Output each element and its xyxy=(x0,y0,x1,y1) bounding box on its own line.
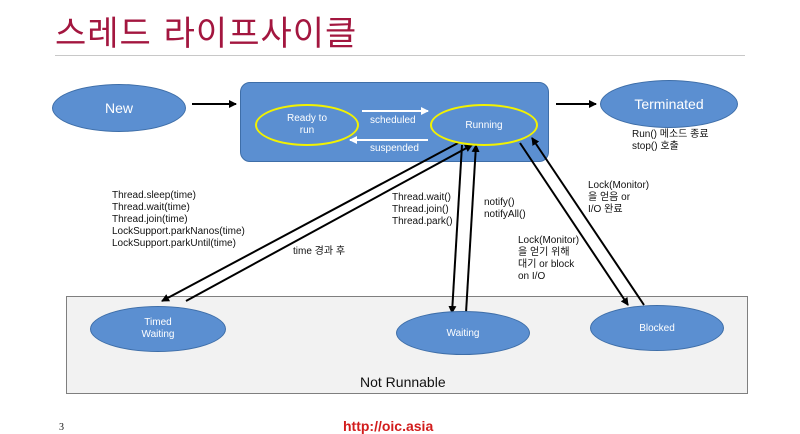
state-running: Running xyxy=(430,104,538,146)
state-new: New xyxy=(52,84,186,132)
label-time-elapsed: time 경과 후 xyxy=(293,246,346,257)
state-new-label: New xyxy=(104,100,133,116)
title-divider xyxy=(55,55,745,56)
state-running-label: Running xyxy=(465,119,503,131)
state-waiting: Waiting xyxy=(396,311,530,355)
state-waiting-label: Waiting xyxy=(446,327,480,339)
slide-title: 스레드 라이프사이클 xyxy=(55,14,358,54)
state-ready-label: Ready to run xyxy=(286,113,328,136)
label-timed-methods: Thread.sleep(time) Thread.wait(time) Thr… xyxy=(112,190,245,249)
footer-url: http://oic.asia xyxy=(343,418,434,434)
label-lock-waiting: Lock(Monitor) 을 얻기 위해 대기 or block on I/O xyxy=(518,235,580,282)
label-suspended: suspended xyxy=(370,143,419,154)
state-timed-waiting-label: Timed Waiting xyxy=(141,317,175,340)
state-ready: Ready to run xyxy=(255,104,359,146)
arrow-running-to-blocked xyxy=(519,142,629,306)
label-terminated-note: Run() 메소드 종료 stop() 호출 xyxy=(632,129,709,152)
label-waiting-methods: Thread.wait() Thread.join() Thread.park(… xyxy=(392,192,453,227)
label-notify: notify() notifyAll() xyxy=(484,197,526,220)
state-blocked: Blocked xyxy=(590,305,724,351)
label-scheduled: scheduled xyxy=(370,115,416,126)
state-terminated: Terminated xyxy=(600,80,738,128)
state-terminated-label: Terminated xyxy=(634,96,704,112)
state-timed-waiting: Timed Waiting xyxy=(90,306,226,352)
page-number: 3 xyxy=(59,422,64,433)
label-lock-acquired: Lock(Monitor) 을 얻음 or I/O 완료 xyxy=(588,180,650,215)
arrow-waiting-to-running xyxy=(465,144,480,314)
state-blocked-label: Blocked xyxy=(639,322,675,334)
arrow-timed-waiting-to-running xyxy=(185,144,473,302)
arrow-blocked-to-running xyxy=(531,137,645,306)
arrow-running-to-waiting xyxy=(448,144,463,314)
arrow-running-to-timed-waiting xyxy=(161,142,459,302)
not-runnable-label: Not Runnable xyxy=(360,374,446,390)
